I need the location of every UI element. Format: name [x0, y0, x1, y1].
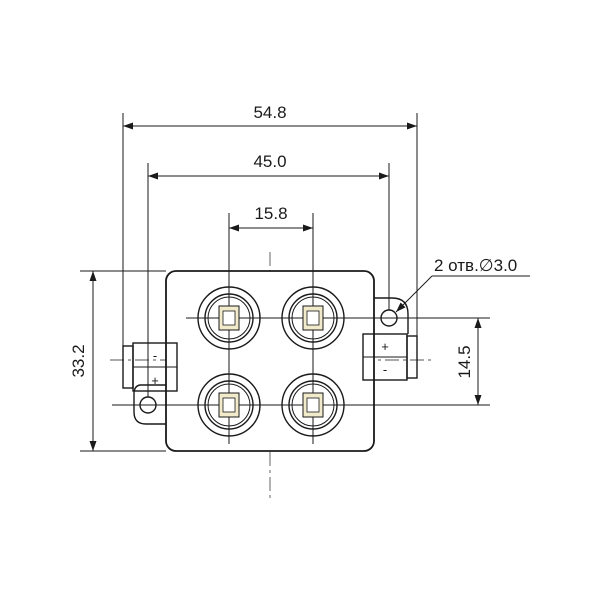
- hole-callout-label: 2 отв.∅3.0: [434, 256, 517, 275]
- left-connector-top-polarity: -: [153, 348, 157, 363]
- led-emitter: [281, 373, 345, 437]
- dimension-height-label: 33.2: [69, 344, 88, 377]
- dimension-led-pitch: 15.8: [228, 204, 314, 258]
- left-connector-bottom-polarity: +: [151, 373, 159, 388]
- led-group: [197, 286, 345, 437]
- led-emitter: [281, 286, 345, 350]
- left-connector: - +: [122, 342, 178, 392]
- dimension-overall-width-label: 54.8: [253, 103, 286, 122]
- led-emitter: [197, 286, 261, 350]
- right-mounting-tab: [374, 297, 409, 334]
- dimension-led-pitch-label: 15.8: [254, 204, 287, 223]
- led-emitter: [197, 373, 261, 437]
- dimension-hole-offset-label: 14.5: [455, 345, 474, 378]
- dimension-hole-spacing: 45.0: [148, 152, 389, 180]
- right-connector: + -: [362, 333, 418, 381]
- dimension-overall-width: 54.8: [123, 103, 417, 130]
- dimension-hole-spacing-label: 45.0: [253, 152, 286, 171]
- hole-callout: 2 отв.∅3.0: [395, 256, 530, 313]
- right-connector-top-polarity: +: [381, 339, 389, 354]
- right-connector-bottom-polarity: -: [383, 362, 387, 377]
- dimension-hole-offset: 14.5: [455, 318, 482, 405]
- dimension-height: 33.2: [69, 271, 97, 451]
- module-body: [165, 270, 375, 452]
